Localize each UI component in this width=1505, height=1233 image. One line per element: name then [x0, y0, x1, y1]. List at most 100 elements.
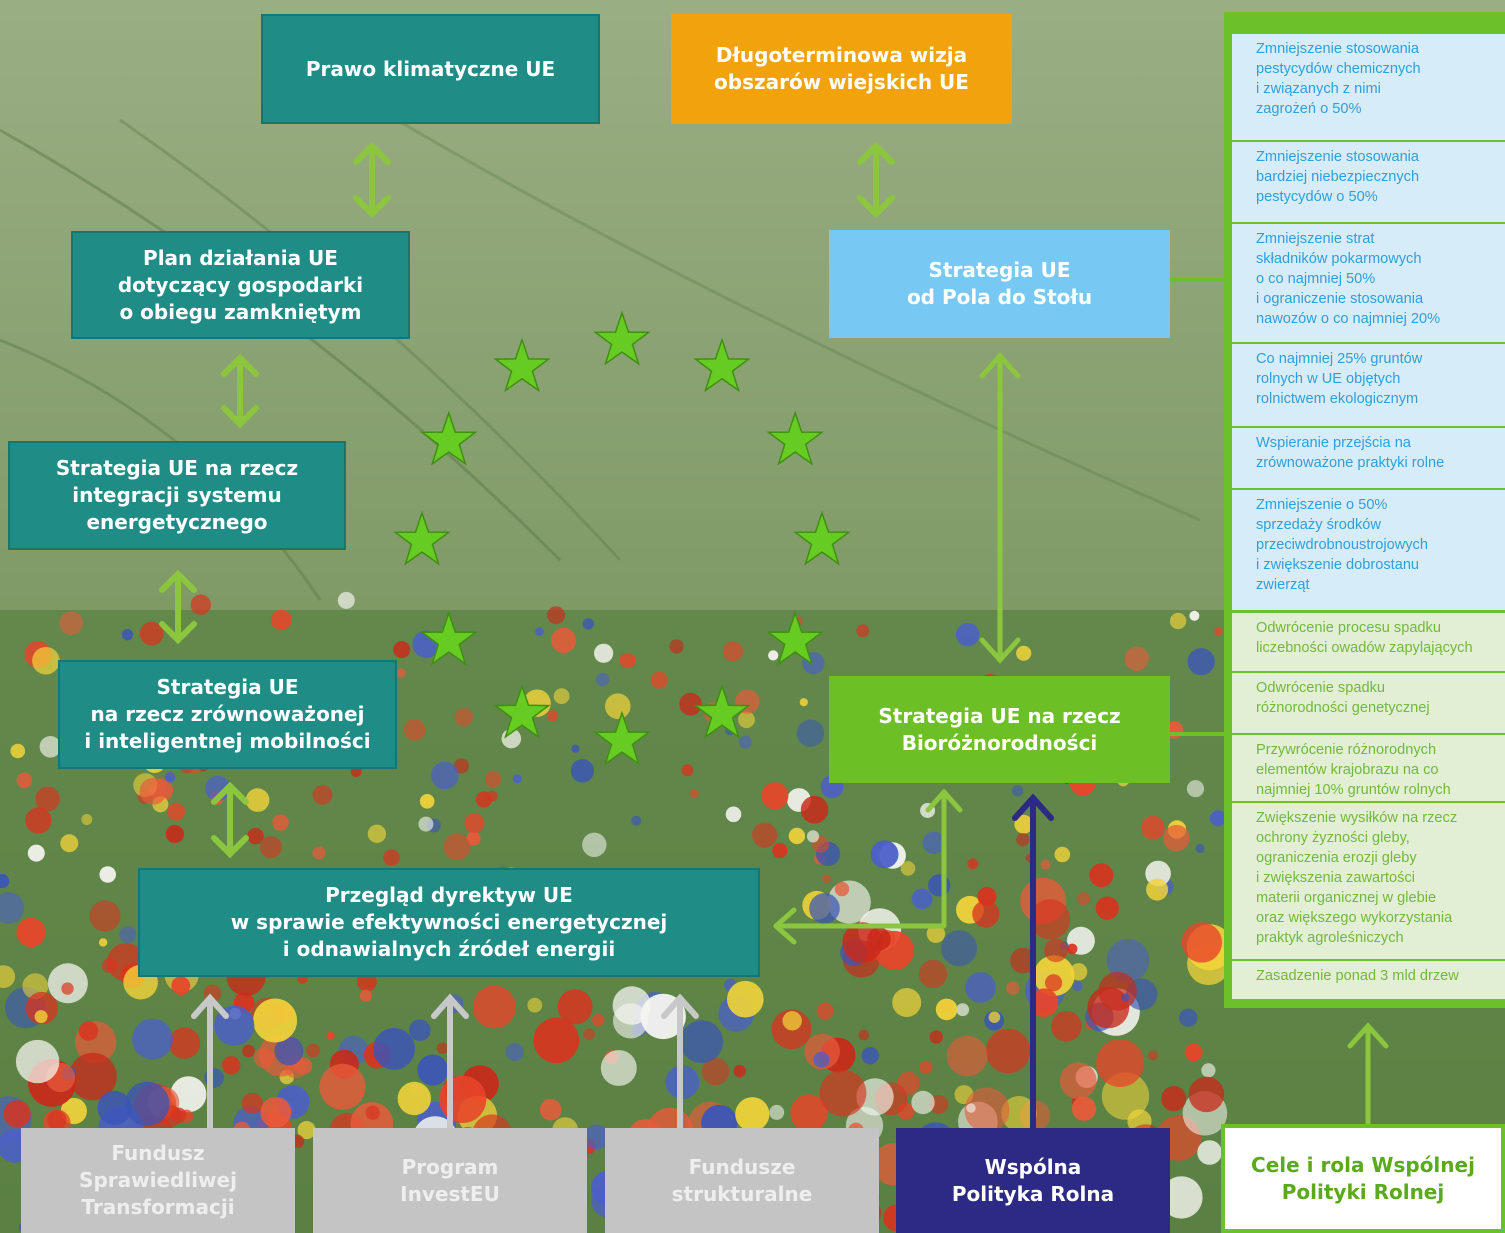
flower-dot [98, 938, 108, 947]
flower-dot [1077, 892, 1091, 906]
flower-dot [594, 643, 614, 663]
flower-dot [436, 1042, 449, 1054]
objectives-panel: Zmniejszenie stosowania pestycydów chemi… [1224, 12, 1505, 1008]
flower-dot [680, 1020, 724, 1064]
flower-dot [1016, 645, 1032, 661]
flower-dot [1051, 1011, 1082, 1042]
box-cele-i-rola-wpr: Cele i rola Wspólnej Polityki Rolnej [1221, 1124, 1505, 1233]
eu-star-icon [419, 410, 478, 466]
flower-dot [929, 1030, 943, 1044]
flower-dot [592, 1013, 605, 1027]
flower-dot [190, 594, 211, 615]
flower-dot [1011, 785, 1024, 797]
box-program-investeu: Program InvestEU [313, 1128, 587, 1233]
flower-dot [769, 1104, 785, 1120]
flower-dot [271, 609, 292, 631]
flower-dot [139, 621, 164, 646]
flower-dot [125, 1081, 170, 1127]
flower-dot [139, 777, 167, 805]
flower-dot [484, 771, 502, 788]
box-mobilnosc: Strategia UE na rzecz zrównoważonej i in… [58, 660, 397, 769]
flower-dot [800, 795, 829, 824]
flower-dot [119, 926, 137, 944]
flower-dot [782, 1011, 802, 1031]
flower-dot [900, 861, 916, 876]
flower-dot [533, 1017, 580, 1064]
flower-dot [804, 1033, 840, 1070]
flower-dot [1146, 878, 1169, 901]
objective-item: Co najmniej 25% gruntów rolnych w UE obj… [1232, 344, 1505, 426]
objective-item: Odwrócenie spadku różnorodności genetycz… [1232, 673, 1505, 733]
flower-dot [397, 1081, 431, 1116]
flower-dot [722, 641, 744, 662]
flower-dot [1214, 627, 1223, 637]
flower-dot [967, 858, 979, 870]
flower-dot [297, 1121, 316, 1140]
flower-dot [34, 1010, 48, 1024]
objective-item: Wspieranie przejścia na zrównoważone pra… [1232, 428, 1505, 488]
flower-dot [393, 641, 411, 659]
flower-dot [170, 1107, 187, 1124]
eu-star-icon [493, 337, 551, 393]
flower-dot [312, 846, 326, 860]
flower-dot [466, 831, 481, 846]
flower-dot [274, 1036, 304, 1066]
flower-dot [170, 1076, 207, 1113]
flower-dot [985, 1028, 1031, 1074]
flower-dot [834, 881, 850, 897]
flower-dot [60, 834, 79, 853]
flower-dot [47, 1110, 67, 1130]
box-integracja-systemu-energetycznego: Strategia UE na rzecz integracji systemu… [8, 441, 346, 550]
flower-dot [1187, 648, 1215, 676]
box-przeglad-dyrektyw: Przegląd dyrektyw UE w sprawie efektywno… [138, 868, 760, 977]
flower-dot [689, 788, 699, 799]
flower-dot [99, 866, 116, 883]
box-wspolna-polityka-rolna: Wspólna Polityka Rolna [896, 1128, 1170, 1233]
flower-dot [16, 917, 46, 948]
arrow-fundusz-przeglad [191, 993, 229, 1131]
flower-dot [32, 647, 60, 675]
flower-dot [752, 822, 778, 848]
flower-dot [419, 794, 435, 809]
box-fundusze-strukturalne: Fundusze strukturalne [605, 1128, 879, 1233]
flower-dot [725, 806, 742, 823]
flower-dot [681, 764, 694, 777]
flower-dot [788, 827, 806, 845]
flower-dot [761, 782, 789, 810]
flower-dot [972, 900, 1000, 928]
flower-dot [1186, 780, 1205, 798]
flower-dot [326, 1031, 335, 1041]
eu-star-icon [766, 610, 825, 666]
flower-dot [806, 830, 820, 843]
flower-dot [679, 692, 702, 716]
flower-dot [253, 998, 298, 1043]
flower-dot [259, 836, 283, 859]
flower-dot [858, 1029, 870, 1041]
flower-dot [956, 1003, 970, 1017]
objective-item: Zmniejszenie strat składników pokarmowyc… [1232, 224, 1505, 342]
flower-dot [486, 790, 498, 802]
flower-dot [1006, 981, 1020, 995]
box-fundusz-transformacji: Fundusz Sprawiedliwej Transformacji [21, 1128, 295, 1233]
flower-dot [245, 788, 270, 812]
flower-dot [3, 1100, 31, 1128]
eu-star-icon [693, 683, 751, 739]
arrow-wizja-pola [857, 141, 895, 219]
objective-item: Przywrócenie różnorodnych elementów kraj… [1232, 735, 1505, 801]
flower-dot [809, 893, 840, 924]
flower-dot [260, 1097, 292, 1128]
objective-item: Zmniejszenie stosowania bardziej niebezp… [1232, 142, 1505, 222]
flower-dot [956, 622, 980, 647]
flower-dot [1089, 863, 1114, 888]
flower-dot [453, 758, 469, 774]
flower-dot [547, 606, 566, 625]
flower-dot [551, 627, 577, 654]
flower-dot [527, 997, 543, 1013]
flower-dot [1044, 938, 1068, 963]
flower-dot [396, 668, 406, 678]
flower-dot [1029, 988, 1059, 1017]
arrow-strukturalne-przeglad [661, 993, 699, 1131]
flower-dot [935, 998, 958, 1021]
flower-dot [69, 1052, 117, 1101]
